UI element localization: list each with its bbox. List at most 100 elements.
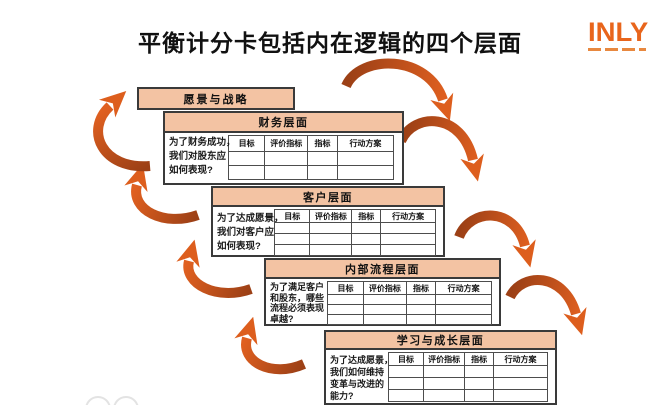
column-header: 行动方案: [336, 135, 395, 152]
section-financial: 财务层面 为了财务成功， 我们对股东应 如何表现? 目标 评价指标 指标 行动方…: [163, 111, 404, 185]
empty-cell: [405, 314, 437, 325]
empty-cell: [435, 294, 492, 305]
column-header: 行动方案: [380, 209, 436, 223]
arrow-internal-up-2: [176, 239, 253, 298]
empty-cell: [380, 222, 436, 234]
empty-cell: [435, 314, 492, 325]
empty-cell: [363, 294, 407, 305]
empty-cell: [363, 314, 407, 325]
section-customer-title: 客户层面: [213, 188, 443, 207]
empty-row: [227, 151, 395, 166]
empty-row: [388, 365, 549, 378]
empty-row: [273, 233, 436, 245]
empty-cell: [336, 151, 395, 166]
empty-cell: [264, 165, 309, 180]
column-header: 行动方案: [492, 352, 549, 366]
empty-cell: [309, 244, 353, 256]
empty-cell: [405, 294, 437, 305]
empty-cell: [351, 244, 382, 256]
empty-cell: [380, 244, 436, 256]
empty-cell: [388, 377, 424, 390]
empty-cell: [492, 389, 549, 402]
empty-row: [388, 389, 549, 402]
empty-cell: [388, 365, 424, 378]
empty-row: [227, 165, 395, 180]
section-learning-question: 为了达成愿景， 我们如何维持 变革与改进的 能力?: [330, 355, 394, 401]
empty-cell: [464, 377, 494, 390]
arrow-up-to-vision: [93, 90, 151, 172]
empty-row: [326, 294, 492, 305]
logo: INLY: [588, 19, 652, 51]
section-financial-question: 为了财务成功， 我们对股东应 如何表现?: [169, 137, 236, 176]
column-header: 指标: [307, 135, 338, 152]
empty-cell: [307, 151, 338, 166]
empty-row: [273, 222, 436, 234]
column-header: 指标: [405, 281, 437, 295]
empty-cell: [309, 233, 353, 245]
section-internal-process: 内部流程层面 为了满足客户 和股东，哪些 流程必须表现 卓越? 目标 评价指标 …: [264, 258, 501, 326]
empty-row: [273, 244, 436, 256]
table-header-row: 目标 评价指标 指标 行动方案: [227, 135, 395, 152]
arrow-financial-to-customer: [396, 116, 484, 182]
empty-cell: [464, 365, 494, 378]
scorecard-table-internal: 目标 评价指标 指标 行动方案: [326, 281, 492, 325]
empty-cell: [326, 294, 365, 305]
vision-box: 愿景与战略: [137, 87, 295, 110]
empty-cell: [307, 165, 338, 180]
arrow-vision-to-financial: [341, 58, 454, 122]
column-header: 评价指标: [363, 281, 407, 295]
empty-cell: [405, 304, 437, 315]
arrow-customer-up-3: [124, 163, 200, 224]
empty-cell: [264, 151, 309, 166]
section-customer: 客户层面 为了达成愿景， 我们对客户应 如何表现? 目标 评价指标 指标 行动方…: [211, 186, 445, 257]
watermark-circle: [113, 396, 139, 405]
empty-cell: [492, 377, 549, 390]
section-internal-title: 内部流程层面: [266, 260, 499, 279]
table-header-row: 目标 评价指标 指标 行动方案: [388, 352, 549, 366]
column-header: 指标: [464, 352, 494, 366]
column-header: 评价指标: [264, 135, 309, 152]
empty-cell: [227, 165, 266, 180]
empty-cell: [422, 389, 466, 402]
section-learning-title: 学习与成长层面: [326, 332, 555, 350]
section-learning-growth: 学习与成长层面 为了达成愿景， 我们如何维持 变革与改进的 能力? 目标 评价指…: [324, 330, 557, 405]
column-header: 目标: [326, 281, 365, 295]
empty-cell: [273, 244, 311, 256]
empty-cell: [464, 389, 494, 402]
arrow-customer-to-internal: [454, 210, 536, 268]
column-header: 行动方案: [435, 281, 492, 295]
empty-row: [388, 377, 549, 390]
scorecard-table-learning: 目标 评价指标 指标 行动方案: [388, 352, 549, 402]
empty-cell: [351, 233, 382, 245]
empty-cell: [351, 222, 382, 234]
empty-cell: [435, 304, 492, 315]
empty-row: [326, 304, 492, 315]
column-header: 目标: [388, 352, 424, 366]
column-header: 评价指标: [422, 352, 466, 366]
column-header: 评价指标: [309, 209, 353, 223]
section-customer-question: 为了达成愿景， 我们对客户应 如何表现?: [217, 213, 284, 252]
empty-cell: [326, 304, 365, 315]
scorecard-table-customer: 目标 评价指标 指标 行动方案: [273, 209, 436, 256]
arrow-learning-up-1: [234, 316, 307, 375]
empty-cell: [309, 222, 353, 234]
logo-tagline: [588, 48, 646, 51]
empty-cell: [388, 389, 424, 402]
section-internal-question: 为了满足客户 和股东，哪些 流程必须表现 卓越?: [270, 282, 325, 324]
empty-cell: [380, 233, 436, 245]
empty-row: [326, 314, 492, 325]
column-header: 指标: [351, 209, 382, 223]
empty-cell: [326, 314, 365, 325]
arrow-internal-to-learning: [505, 275, 587, 336]
empty-cell: [492, 365, 549, 378]
section-financial-title: 财务层面: [165, 113, 402, 133]
vision-label: 愿景与战略: [183, 93, 249, 106]
empty-cell: [422, 365, 466, 378]
watermark-circle: [85, 396, 111, 405]
empty-cell: [336, 165, 395, 180]
logo-text: INLY: [588, 17, 649, 47]
table-header-row: 目标 评价指标 指标 行动方案: [326, 281, 492, 295]
empty-cell: [363, 304, 407, 315]
empty-cell: [422, 377, 466, 390]
